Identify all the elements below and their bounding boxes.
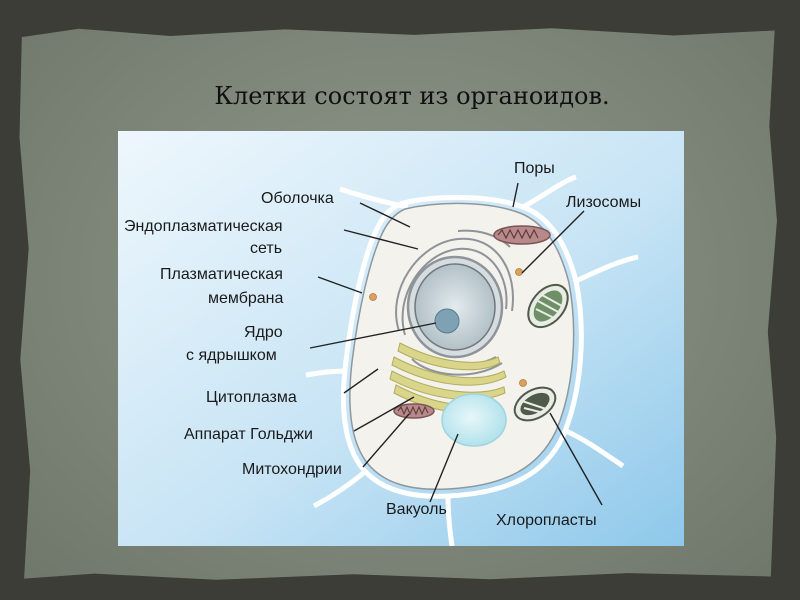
label-er-line1: Эндоплазматическая [124, 218, 283, 235]
label-pores: Поры [514, 160, 555, 177]
label-mitochondria: Митохондрии [242, 461, 342, 478]
label-plasma-line1: Плазматическая [160, 266, 283, 283]
label-lysosomes: Лизосомы [566, 194, 641, 211]
label-chloroplasts: Хлоропласты [496, 512, 597, 529]
label-nucleus-line1: Ядро [244, 324, 283, 341]
label-golgi: Аппарат Гольджи [184, 426, 313, 443]
nucleus [408, 257, 502, 357]
label-vacuole: Вакуоль [386, 501, 447, 518]
label-er-line2: сеть [250, 240, 282, 257]
nucleolus [435, 309, 459, 333]
label-plasma-line2: мембрана [208, 290, 284, 307]
label-membrane-shell: Оболочка [261, 190, 334, 207]
label-cytoplasm: Цитоплазма [206, 389, 297, 406]
plant-cell-diagram: Оболочка Эндоплазматическая сеть Плазмат… [118, 131, 684, 546]
vacuole [442, 394, 506, 446]
mitochondrion-bottom [394, 404, 434, 418]
label-nucleus-line2: с ядрышком [186, 347, 277, 364]
slide-title: Клетки состоят из органоидов. [0, 82, 800, 110]
mitochondrion-top [494, 226, 550, 244]
